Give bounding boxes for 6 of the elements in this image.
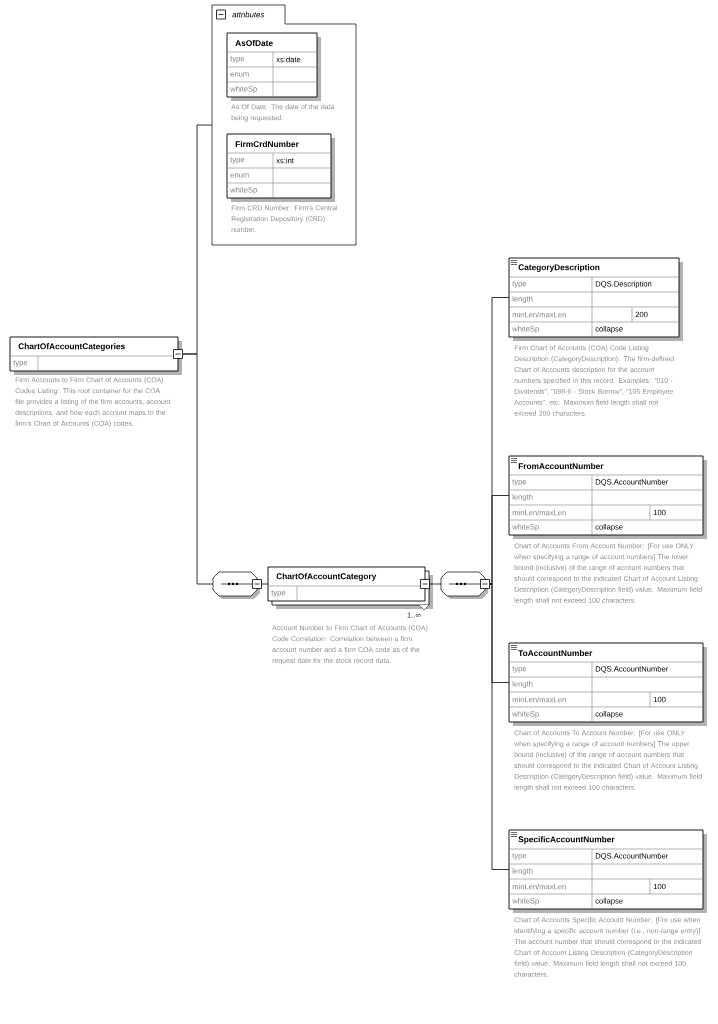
connector-line bbox=[261, 583, 269, 585]
element-name: FromAccountNumber bbox=[518, 462, 604, 470]
connector-line bbox=[489, 583, 510, 870]
element-name: FirmCrdNumber bbox=[235, 140, 299, 148]
connector-line bbox=[489, 495, 510, 585]
connector-line bbox=[182, 353, 214, 585]
